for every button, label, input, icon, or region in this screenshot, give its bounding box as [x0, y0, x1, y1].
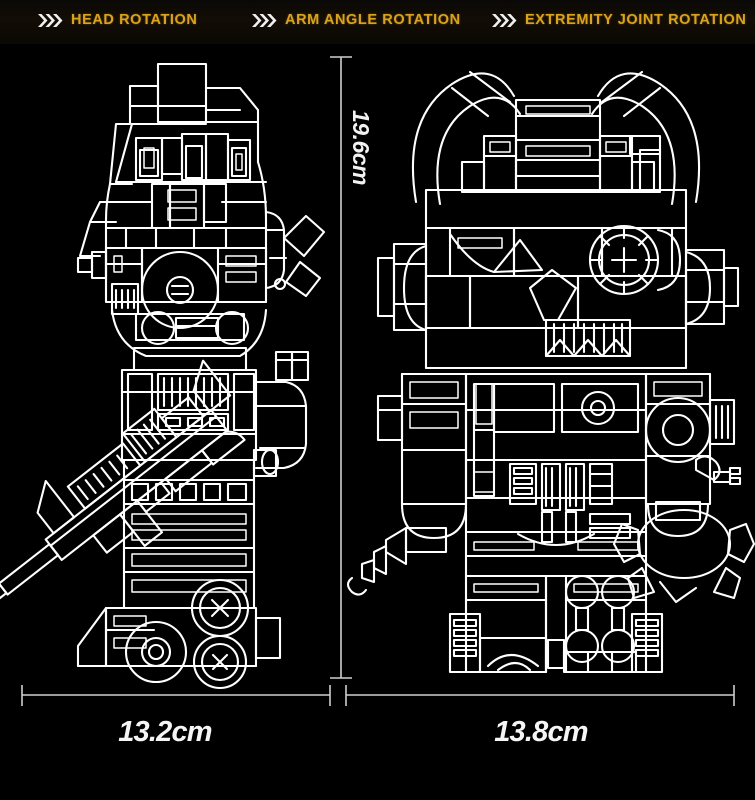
feature-label: ARM ANGLE ROTATION: [285, 12, 461, 28]
feature-extremity-joint-rotation: EXTREMITY JOINT ROTATION: [492, 12, 746, 28]
feature-head-rotation: HEAD ROTATION: [38, 12, 197, 28]
height-dimension-label: 19.6cm: [348, 110, 374, 186]
product-illustration-stage: [0, 44, 755, 800]
triple-chevron-icon: [492, 13, 518, 28]
feature-arm-angle-rotation: ARM ANGLE ROTATION: [252, 12, 461, 28]
triple-chevron-icon: [252, 13, 278, 28]
feature-label: EXTREMITY JOINT ROTATION: [525, 12, 747, 28]
left-width-dimension-label: 13.2cm: [118, 716, 212, 748]
feature-label: HEAD ROTATION: [71, 12, 198, 28]
feature-header-bar: HEAD ROTATION ARM ANGLE ROTATION EXTREMI…: [0, 0, 755, 44]
figure-side-view: [0, 52, 328, 690]
right-width-dimension-label: 13.8cm: [494, 716, 588, 748]
triple-chevron-icon: [38, 13, 64, 28]
figure-front-view: [346, 52, 755, 677]
